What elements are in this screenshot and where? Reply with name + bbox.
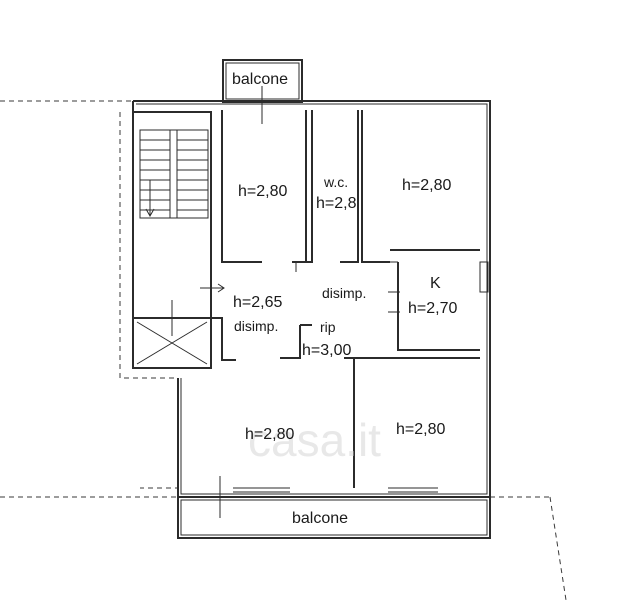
- rip-label: rip: [320, 319, 336, 335]
- balcony-bottom: [177, 496, 491, 539]
- hall-height: h=2,65: [233, 294, 282, 311]
- room-top-left-height: h=2,80: [238, 183, 287, 200]
- room-bottom-left-height: h=2,80: [245, 426, 294, 443]
- watermark: casa.it: [248, 414, 381, 466]
- site-boundary: [0, 100, 567, 600]
- balcony-top-label: balcone: [232, 71, 288, 88]
- kitchen-height: h=2,70: [408, 300, 457, 317]
- room-top-right-height: h=2,80: [402, 177, 451, 194]
- rip-height: h=3,00: [302, 342, 351, 359]
- kitchen-label: K: [430, 275, 441, 292]
- stair-core: [132, 111, 225, 369]
- wc-height: h=2,8: [316, 195, 357, 212]
- wc-label: w.c.: [323, 174, 348, 190]
- room-bottom-right-height: h=2,80: [396, 421, 445, 438]
- disimp-left-label: disimp.: [234, 318, 278, 334]
- stairwell-dashed-outline: [119, 112, 179, 489]
- disimp-right-label: disimp.: [322, 285, 366, 301]
- balcony-bottom-label: balcone: [292, 510, 348, 527]
